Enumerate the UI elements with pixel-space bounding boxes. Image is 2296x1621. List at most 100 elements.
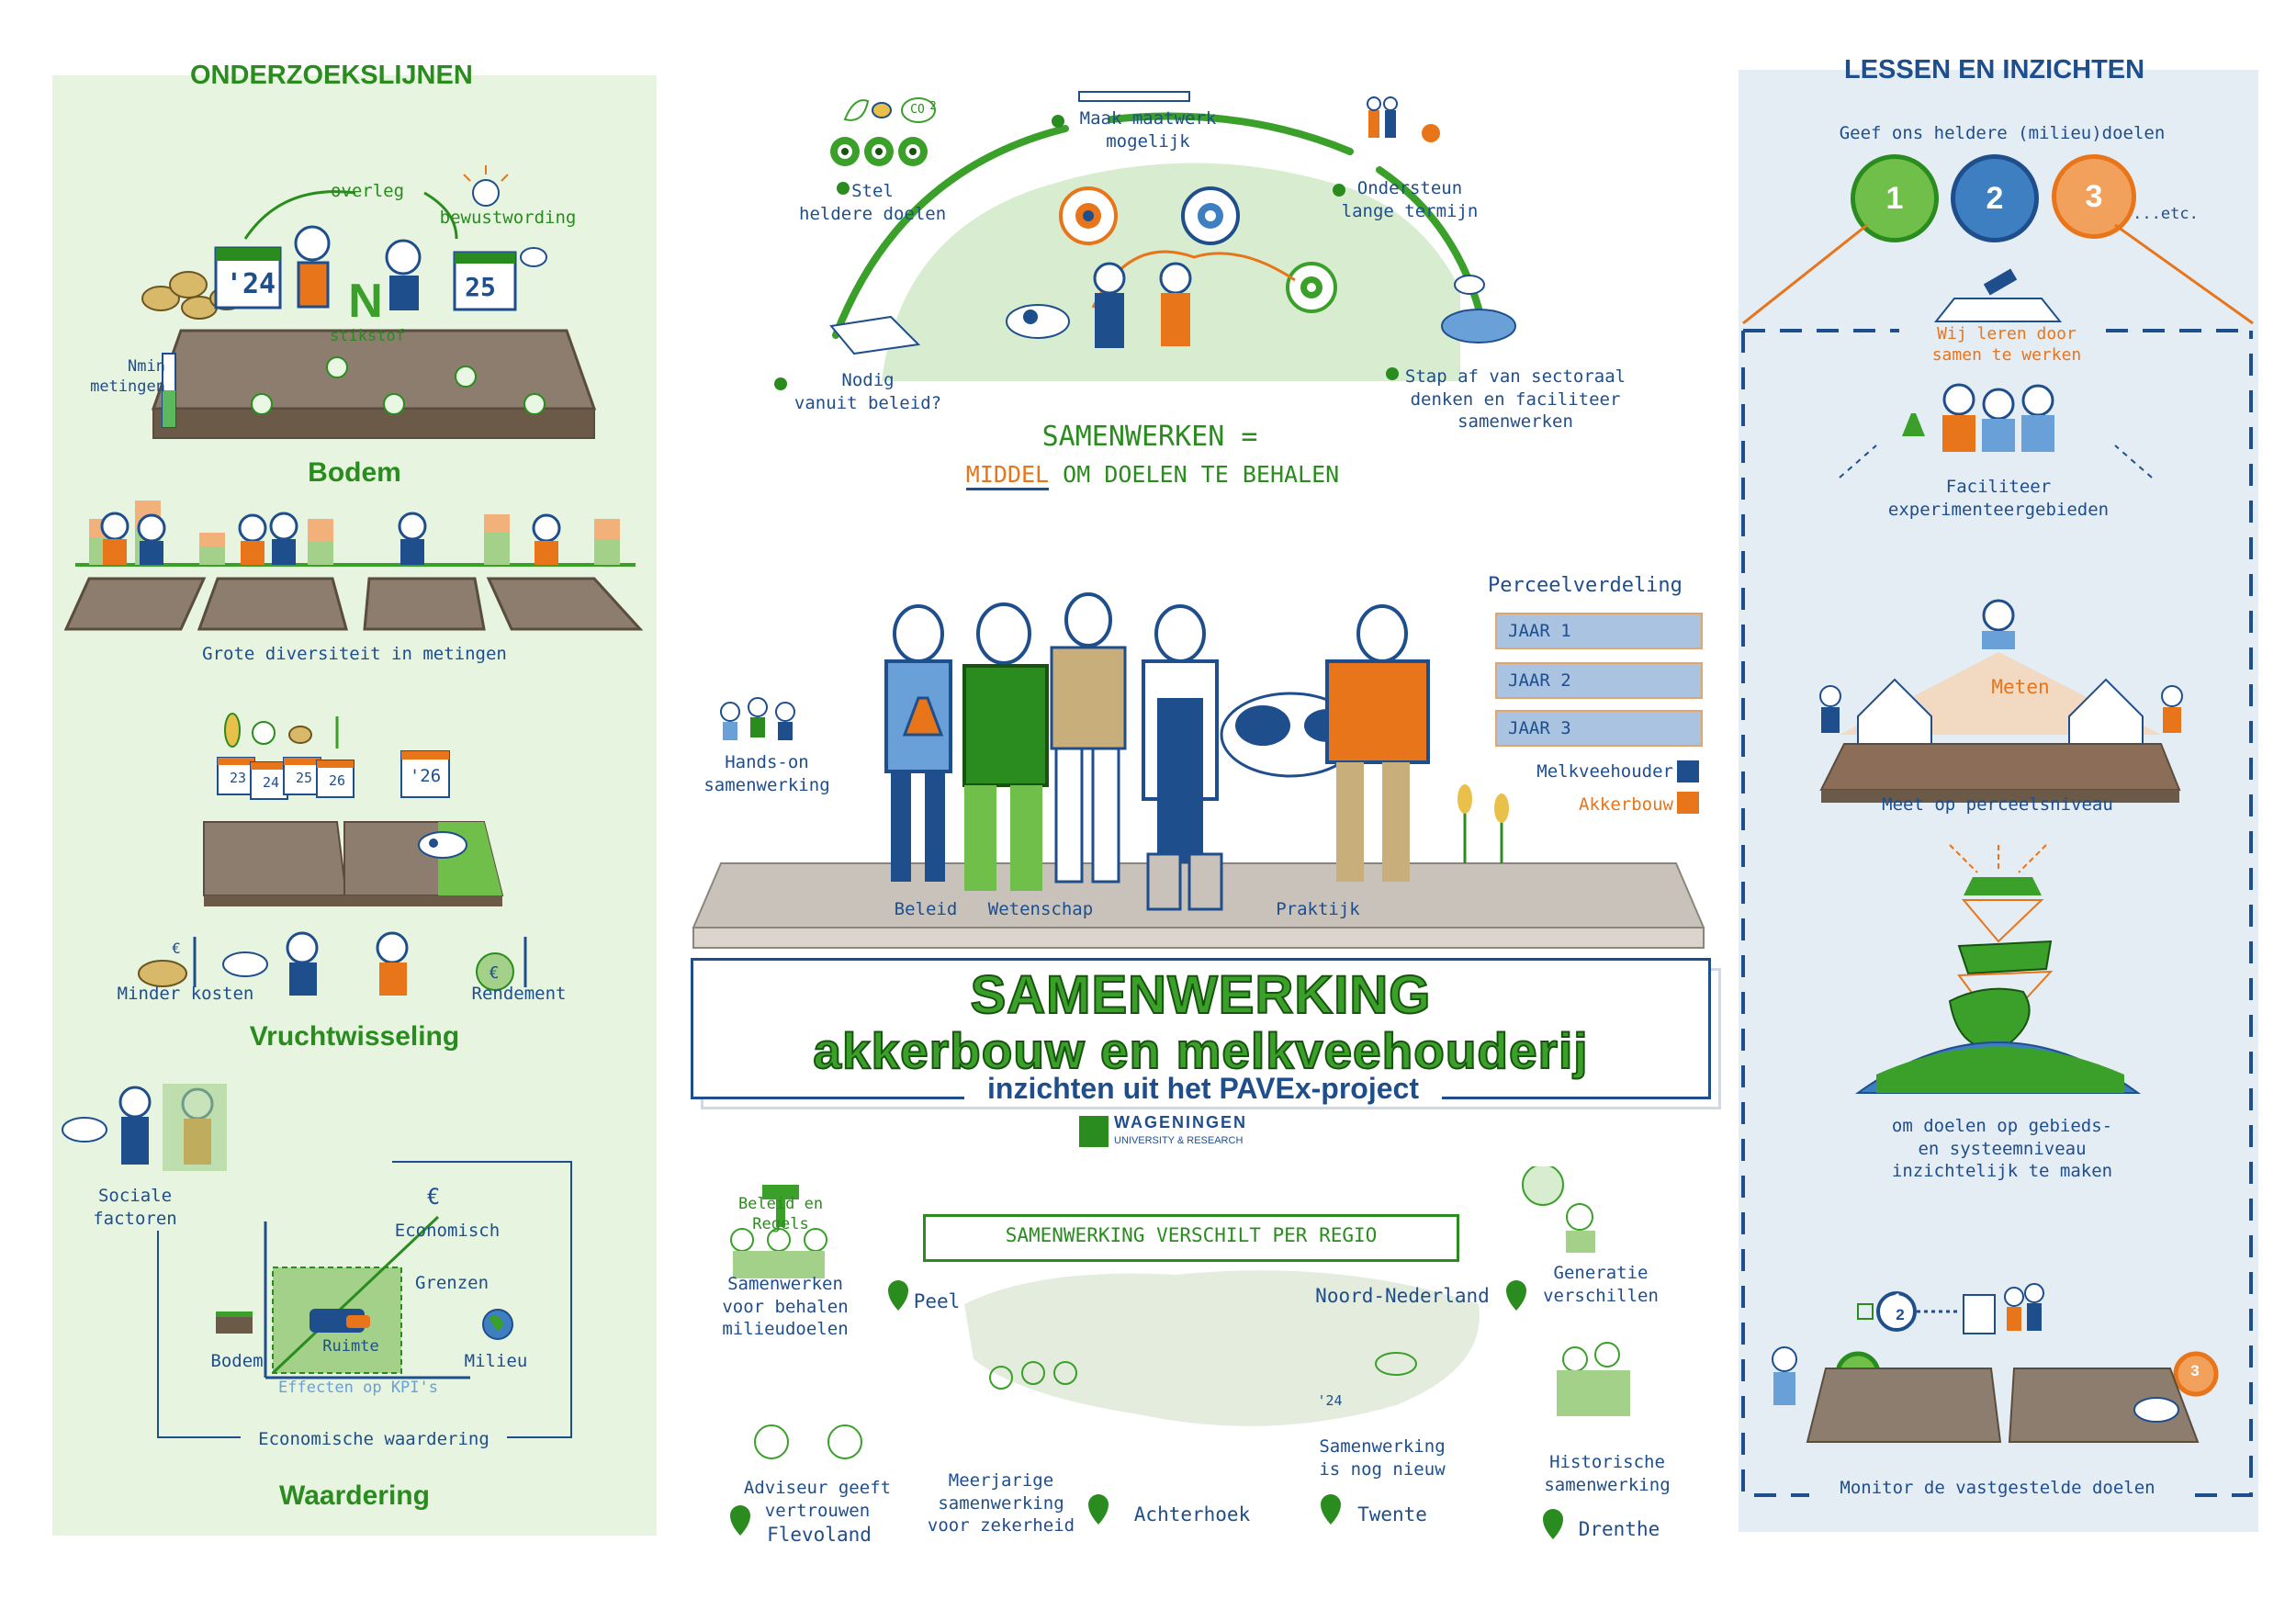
- legend-swatch-akker: [1677, 792, 1699, 814]
- left-heading: ONDERZOEKSLIJNEN: [190, 61, 473, 90]
- samenwerken-heading: SAMENWERKEN =: [1041, 421, 1258, 453]
- perceel-year-label: JAAR 3: [1508, 718, 1571, 738]
- euro-icon: €: [172, 940, 181, 957]
- arc-label-nodig: Nodig vanuit beleid?: [793, 370, 942, 413]
- label-monitor: Monitor de vastgestelde doelen: [1809, 1477, 2186, 1500]
- field-plot: [1819, 743, 2181, 791]
- perceel-year-label: JAAR 1: [1508, 621, 1571, 641]
- group-green-icon: [989, 1361, 1077, 1390]
- gavel-icon: [762, 1185, 799, 1227]
- perceel-year-bar: JAAR 2: [1495, 662, 1703, 699]
- target-icon: [1059, 186, 1337, 313]
- person-wetenschap: [962, 602, 1049, 891]
- cow-icon: [2133, 1397, 2179, 1423]
- nitrogen-marker: [251, 356, 546, 415]
- cow-icon: [1375, 1352, 1417, 1376]
- arc-label-stap: Stap af van sectoraal denken en facilite…: [1404, 366, 1626, 433]
- region-noord-nederland: Noord-Nederland: [1315, 1285, 1490, 1307]
- label-adviseur: Adviseur geeft vertrouwen: [743, 1478, 892, 1521]
- person-inspector-icon: [1772, 1346, 1797, 1405]
- cow-icon: [418, 831, 467, 859]
- region-flevoland: Flevoland: [767, 1524, 872, 1546]
- calendar-stack-icon: [217, 750, 450, 800]
- handshake-icon: [1441, 309, 1516, 343]
- bullet-dot: [774, 115, 1399, 390]
- arrow-icon: [243, 190, 356, 240]
- label-sociale-factoren: Sociale factoren: [93, 1186, 177, 1229]
- calendar-year-label: 25: [295, 770, 313, 786]
- goal-small-icon: [1876, 1291, 1917, 1332]
- ruimte-area: [272, 1266, 402, 1374]
- calendar-icon: [453, 251, 517, 311]
- farmer-pair-icon: [2004, 1283, 2044, 1331]
- soil-icon: [216, 1311, 253, 1334]
- farmer-figure: [1093, 262, 1192, 348]
- goal-small-icon: [2173, 1351, 2219, 1397]
- calendar-year-label: 26: [328, 772, 346, 789]
- cow-icon: [62, 1117, 107, 1143]
- arc-label-stel: Stel heldere doelen: [799, 181, 947, 224]
- cow-icon: [1454, 275, 1485, 295]
- calendar-year-24: '24: [1317, 1392, 1343, 1409]
- field-plot: [63, 577, 644, 631]
- perceel-year-bar: JAAR 3: [1495, 710, 1703, 747]
- section-title-bodem: Bodem: [308, 457, 401, 488]
- person-praktijk: [1325, 604, 1430, 882]
- label-economisch: Economisch: [394, 1221, 501, 1241]
- field-plot: [203, 821, 504, 906]
- small-group-icon: [720, 697, 795, 740]
- wur-logo-icon: [1079, 1116, 1109, 1147]
- label-hands-on: Hands-on samenwerking: [703, 752, 830, 795]
- label-wij-leren: Wij leren door samen te werken: [1931, 324, 2082, 366]
- goal-number-3: 3: [2190, 1362, 2200, 1379]
- label-milieu: Milieu: [464, 1351, 528, 1371]
- samenwerken-rest: OM DOELEN TE BEHALEN: [1063, 461, 1340, 488]
- regions-illustration: [730, 1166, 1630, 1539]
- map-layer-icon: [1964, 877, 2042, 895]
- section-title-vruchtwisseling: Vruchtwisseling: [249, 1021, 460, 1052]
- leaf-icon: [843, 99, 870, 121]
- region-twente: Twente: [1357, 1503, 1427, 1525]
- farmer-figure: [294, 225, 331, 309]
- calendar-year-24: '24: [225, 268, 276, 300]
- label-praktijk: Praktijk: [1276, 899, 1360, 919]
- label-meet-op: Meet op perceelsniveau: [1882, 794, 2113, 815]
- label-historische: Historische samenwerking: [1544, 1452, 1671, 1495]
- legend-melkveehouder: Melkveehouder: [1536, 761, 1673, 782]
- euro-icon: €: [489, 963, 500, 983]
- target-icon: [830, 137, 928, 166]
- sun-icon: [1522, 1166, 1564, 1206]
- arc-segment: [1376, 166, 1487, 330]
- goal-number-1: 1: [1893, 1290, 1902, 1308]
- label-nmin-metingen: Nmin metingen: [90, 357, 165, 397]
- wur-name: WAGENINGEN: [1114, 1113, 1248, 1131]
- legend-swatch-melk: [1677, 760, 1699, 782]
- arc-segment: [1108, 112, 1354, 155]
- label-etc: ...etc.: [2133, 205, 2199, 223]
- earth-icon: [482, 1309, 513, 1340]
- group-green-icon: [730, 1228, 827, 1278]
- main-title: SAMENWERKING: [970, 965, 1432, 1025]
- zoom-lines: [1949, 844, 2047, 873]
- label-stikstof: stikstof: [330, 327, 405, 345]
- calendar-icon: [214, 246, 282, 310]
- main-subtitle: inzichten uit het PAVEx-project: [964, 1072, 1442, 1106]
- map-layer-icon: [1957, 940, 2053, 975]
- cow-icon: [520, 247, 547, 267]
- perceel-title: Perceelverdeling: [1488, 574, 1683, 597]
- arc-illustration: [774, 91, 1516, 390]
- group-green-icon: [1557, 1342, 1630, 1416]
- label-grenzen: Grenzen: [414, 1273, 490, 1293]
- money-bag-icon: [476, 952, 514, 991]
- farm-building-icon: [1857, 678, 2144, 754]
- goal-number-2: 2: [1896, 1306, 1905, 1323]
- label-samenwerken-milieu: Samenwerken voor behalen milieudoelen: [722, 1274, 849, 1340]
- trend-line: [271, 1215, 440, 1375]
- bodem-illustration: [141, 165, 597, 439]
- manure-icon: [138, 960, 187, 987]
- person-beleid: [884, 604, 952, 882]
- perceel-year-label: JAAR 2: [1508, 670, 1571, 691]
- location-pin-icon: [730, 1280, 1563, 1539]
- perceel-year-bar: JAAR 1: [1495, 613, 1703, 649]
- section-title-waardering: Waardering: [279, 1480, 430, 1511]
